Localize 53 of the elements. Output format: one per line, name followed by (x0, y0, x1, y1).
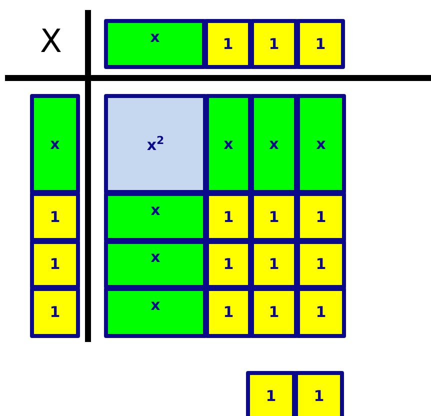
tile-label: 1 (268, 257, 280, 272)
unit-tile (250, 287, 298, 338)
x-tile (104, 240, 207, 289)
x-tile (104, 287, 207, 338)
tile-label: 1 (268, 36, 280, 52)
unit-tile (205, 240, 252, 289)
tile-label: x (269, 136, 279, 152)
unit-tile (296, 240, 346, 289)
tile-label: 1 (222, 36, 234, 52)
tile-label: x (150, 298, 160, 313)
tile-label: 1 (316, 210, 326, 224)
tile-label: 1 (223, 305, 234, 320)
unit-tile (30, 287, 80, 338)
tile-label: 1 (268, 305, 280, 320)
tile-label: 1 (50, 305, 60, 320)
x-tile (250, 94, 298, 194)
x-tile (30, 94, 80, 194)
unit-tile (296, 287, 346, 338)
tile-label: 1 (316, 257, 326, 272)
unit-tile (205, 192, 252, 242)
tile-label: 1 (50, 257, 60, 272)
tile-label: 1 (268, 210, 280, 224)
x-tile (104, 192, 207, 242)
unit-tile (250, 19, 298, 69)
unit-tile (246, 371, 296, 416)
tile-label: x (150, 202, 160, 218)
x-tile (104, 19, 206, 69)
factor-label: X (40, 25, 62, 57)
unit-tile (296, 19, 345, 69)
tile-label: 1 (315, 36, 326, 52)
tile-label: x (224, 136, 234, 152)
unit-tile (250, 192, 298, 242)
unit-tile (30, 240, 80, 289)
unit-tile (294, 371, 344, 416)
tile-label: x (150, 250, 160, 265)
tile-label: x$^{2}$ (146, 135, 164, 153)
tile-label: 1 (314, 388, 324, 404)
x-tile (296, 94, 346, 194)
tile-label: x (50, 136, 60, 152)
tile-label: 1 (223, 210, 234, 224)
unit-tile (204, 19, 252, 69)
tile-label: 1 (223, 257, 234, 272)
unit-tile (205, 287, 252, 338)
unit-tile (250, 240, 298, 289)
unit-tile (30, 192, 80, 242)
tile-label: x (150, 30, 160, 44)
unit-tile (296, 192, 346, 242)
x-squared-tile (104, 94, 207, 194)
tile-label: 1 (266, 388, 276, 404)
x-tile (205, 94, 252, 194)
tile-label: 1 (50, 210, 60, 224)
tile-label: 1 (316, 305, 326, 320)
tile-label: x (316, 136, 326, 152)
